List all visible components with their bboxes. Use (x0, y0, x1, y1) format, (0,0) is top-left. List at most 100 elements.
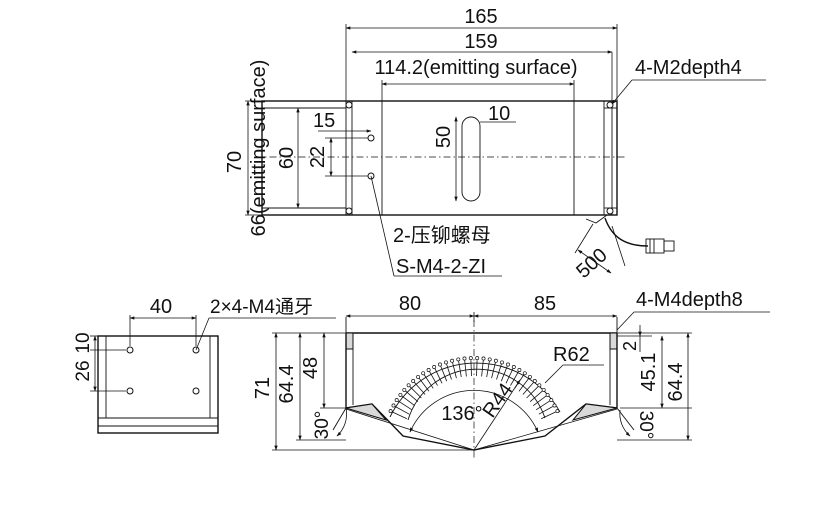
dim-66-emitting: 66(emitting surface) (248, 60, 270, 237)
led (388, 409, 393, 414)
dim-10: 10 (488, 103, 510, 125)
label-tap: 2×4-M4通牙 (210, 296, 313, 318)
led (481, 356, 486, 361)
led (545, 392, 550, 397)
wedge-right (571, 403, 618, 421)
led (475, 356, 480, 361)
led-divider (423, 374, 434, 389)
led (552, 403, 557, 408)
dim-64-4-right: 64.4 (665, 363, 687, 402)
dim-80: 80 (399, 293, 421, 315)
dim-30-right: 30° (635, 411, 656, 440)
led (450, 358, 455, 363)
dim-60: 60 (276, 147, 298, 169)
led-divider (434, 368, 443, 384)
led (517, 368, 522, 372)
top-view: 165 159 114.2(emitting surface) 4-M2dept… (224, 6, 766, 283)
label-4-m4depth8: 4-M4depth8 (636, 289, 743, 311)
dim-159: 159 (464, 31, 497, 53)
led (506, 362, 510, 367)
led (402, 387, 407, 392)
led-divider (481, 360, 484, 377)
led-divider (470, 360, 472, 377)
led (462, 356, 467, 361)
led-divider (510, 371, 519, 386)
label-nut-part: S-M4-2-ZI (396, 256, 486, 278)
led (522, 371, 527, 376)
led (456, 357, 461, 362)
side-view: 40 2×4-M4通牙 10 26 (73, 296, 336, 434)
led-divider (535, 400, 550, 411)
cable-exit (585, 214, 608, 224)
dim-70: 70 (224, 151, 246, 173)
led-divider (405, 390, 419, 403)
led-divider (452, 362, 457, 379)
dim-165: 165 (464, 6, 497, 28)
dim-26: 26 (73, 360, 94, 381)
led-divider (464, 360, 467, 377)
led-divider (540, 411, 556, 420)
dim-r62: R62 (553, 344, 590, 366)
led-divider (500, 366, 508, 382)
led (511, 365, 516, 369)
dim-2: 2 (620, 341, 640, 351)
led-divider (458, 361, 462, 378)
dim-50: 50 (433, 126, 455, 148)
led-divider (518, 378, 530, 392)
mount-hole (345, 101, 353, 109)
led-divider (522, 382, 534, 395)
led-divider (486, 361, 490, 378)
led-divider (392, 411, 408, 420)
dim-30-left: 30° (312, 411, 333, 440)
tap-hole (192, 387, 200, 395)
led (532, 379, 537, 383)
led (549, 398, 554, 403)
led-divider (398, 400, 413, 411)
led-divider (532, 395, 547, 407)
label-press-nut: 2-压铆螺母 (393, 224, 491, 247)
led-divider (491, 362, 496, 379)
led (416, 374, 421, 379)
led (487, 357, 492, 362)
connector-tip (663, 240, 675, 252)
dim-22: 22 (307, 146, 329, 168)
tap-hole (126, 387, 134, 395)
led (391, 403, 396, 408)
led (432, 365, 437, 369)
led-divider (529, 390, 543, 403)
mount-thread-right (609, 332, 618, 350)
led (555, 409, 560, 414)
dim-85: 85 (534, 293, 556, 315)
led (541, 387, 546, 392)
led-divider (440, 366, 448, 382)
led-divider (409, 386, 422, 399)
led-divider (496, 364, 502, 380)
led (406, 383, 411, 388)
mount-hole (606, 207, 614, 215)
led (537, 383, 542, 388)
dim-r44: R44 (479, 379, 518, 422)
led-divider (429, 371, 438, 386)
led (527, 374, 532, 379)
led (500, 360, 504, 365)
led (493, 358, 498, 363)
connector (645, 238, 665, 254)
led (468, 356, 473, 361)
dim-136: 136° (441, 403, 482, 425)
led (426, 368, 431, 372)
press-nut-hole (367, 134, 375, 142)
cable-slot (461, 116, 481, 202)
led-array (388, 356, 560, 420)
led-divider (526, 386, 539, 399)
led-divider (395, 406, 410, 415)
arc-outer-r62 (389, 362, 561, 418)
dim-71: 71 (252, 377, 274, 399)
dim-15: 15 (313, 110, 335, 132)
dim-45-1: 45.1 (638, 353, 660, 392)
dim-48: 48 (300, 357, 322, 379)
led (394, 398, 399, 403)
led (421, 371, 426, 376)
front-view: 136° R44 R62 80 85 4-M4depth8 2 45.1 64.… (252, 289, 770, 458)
led (438, 362, 442, 367)
